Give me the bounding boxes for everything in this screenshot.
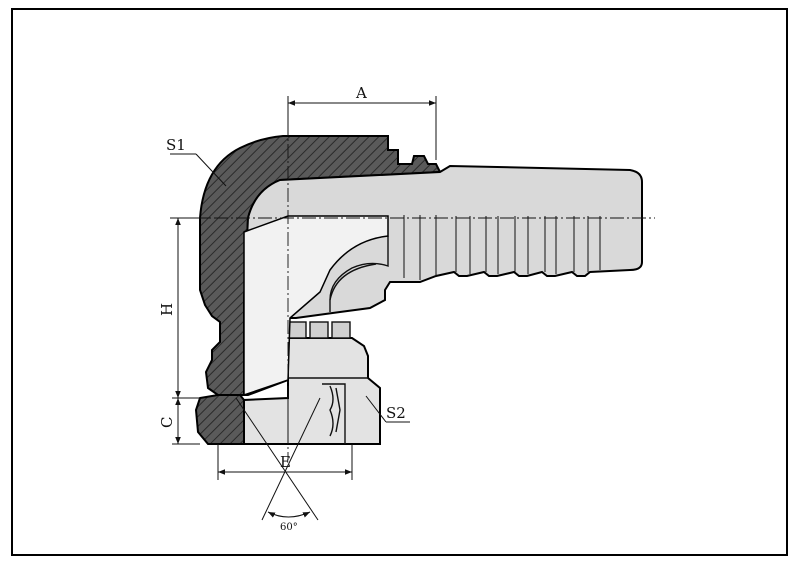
dimension-h-label: H	[158, 303, 176, 316]
dimension-c: C	[158, 398, 200, 445]
dimension-e: E	[217, 444, 353, 480]
dimension-e-label: E	[280, 453, 291, 471]
s1-label: S1	[166, 136, 186, 154]
hatched-section	[194, 135, 442, 445]
cone-angle: 60°	[235, 397, 321, 533]
angle-label: 60°	[280, 522, 298, 533]
dimension-c-label: C	[158, 417, 176, 428]
dimension-h: H	[158, 217, 210, 399]
leader-s2: S2	[365, 395, 410, 423]
centre-lines	[170, 100, 655, 460]
leader-s1: S1	[166, 136, 227, 187]
dimension-a: A	[287, 84, 437, 160]
drawing-frame	[11, 8, 788, 556]
inner-bore	[243, 215, 389, 397]
s2-label: S2	[386, 404, 406, 422]
dimension-a-label: A	[355, 84, 367, 102]
